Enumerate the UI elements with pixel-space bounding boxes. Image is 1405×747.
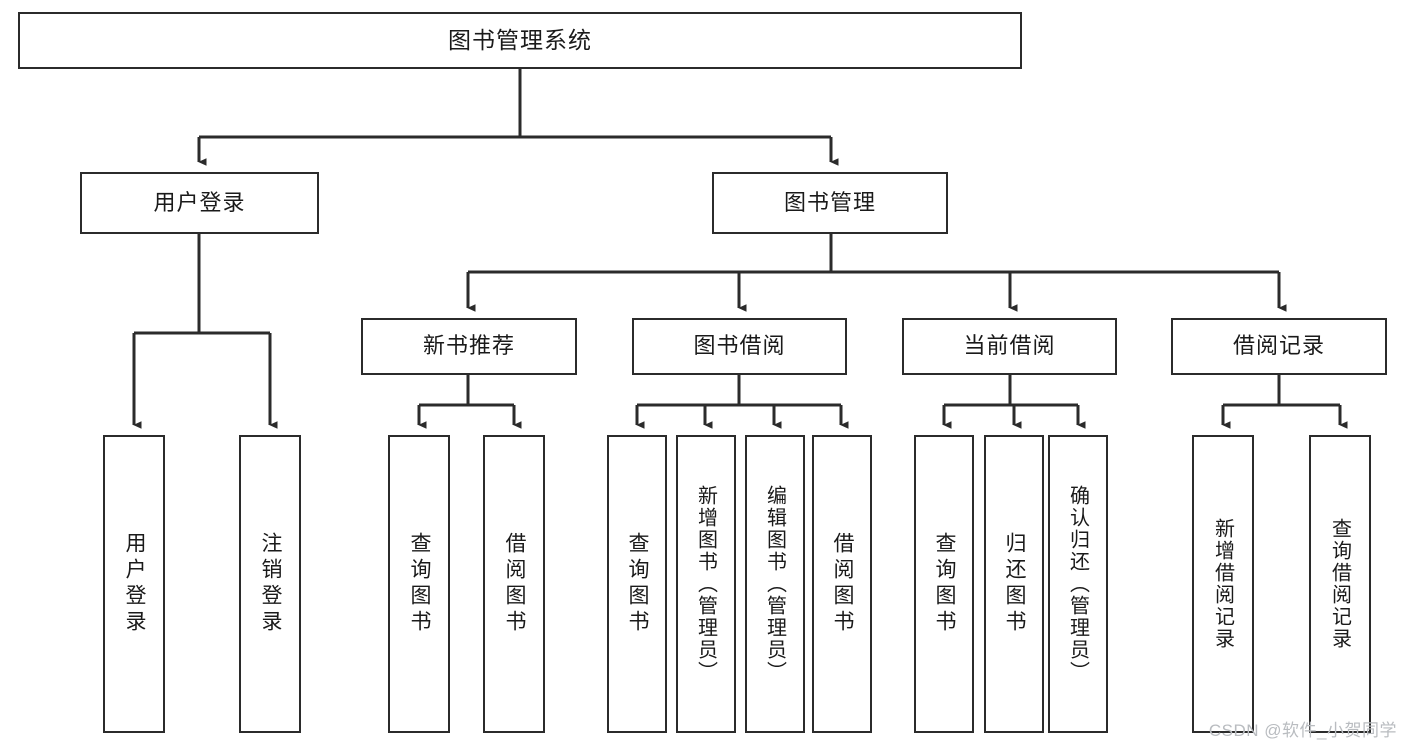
watermark: CSDN @软件_小贺同学 (1208, 721, 1397, 740)
leaf-user-login-logout[interactable]: 注销登录 (239, 435, 301, 733)
leaf-borrow-add-book-admin[interactable]: 新增图书（管理员） (676, 435, 736, 733)
node-label: 新书推荐 (422, 333, 515, 359)
leaf-current-confirm-return-admin[interactable]: 确认归还（管理员） (1048, 435, 1108, 733)
leaf-current-return-book[interactable]: 归还图书 (984, 435, 1044, 733)
node-label: 新增图书（管理员） (694, 485, 717, 683)
node-label: 查询借阅记录 (1328, 518, 1351, 650)
leaf-user-login-login[interactable]: 用户登录 (103, 435, 165, 733)
node-label: 图书借阅 (693, 333, 786, 359)
node-label: 用户登录 (123, 532, 146, 636)
leaf-current-query-book[interactable]: 查询图书 (914, 435, 974, 733)
node-borrow-record[interactable]: 借阅记录 (1171, 318, 1387, 375)
leaf-borrow-edit-book-admin[interactable]: 编辑图书（管理员） (745, 435, 805, 733)
leaf-recommend-query-book[interactable]: 查询图书 (388, 435, 450, 733)
node-label: 查询图书 (626, 532, 649, 636)
node-label: 借阅图书 (831, 532, 854, 636)
node-label: 编辑图书（管理员） (763, 485, 786, 683)
node-label: 用户登录 (153, 189, 246, 215)
node-new-book-recommend[interactable]: 新书推荐 (361, 318, 577, 375)
leaf-record-query-record[interactable]: 查询借阅记录 (1309, 435, 1371, 733)
node-label: 图书管理系统 (448, 26, 592, 53)
node-label: 借阅记录 (1232, 333, 1325, 359)
node-label: 当前借阅 (963, 333, 1056, 359)
node-label: 图书管理 (783, 189, 876, 215)
node-label: 查询图书 (933, 532, 956, 636)
node-root-system[interactable]: 图书管理系统 (18, 12, 1022, 69)
node-user-login[interactable]: 用户登录 (80, 172, 319, 234)
node-label: 借阅图书 (503, 532, 526, 636)
node-label: 查询图书 (408, 532, 431, 636)
node-book-management[interactable]: 图书管理 (712, 172, 948, 234)
node-current-borrow[interactable]: 当前借阅 (902, 318, 1117, 375)
node-label: 新增借阅记录 (1211, 518, 1234, 650)
node-label: 注销登录 (259, 532, 282, 636)
node-book-borrow[interactable]: 图书借阅 (632, 318, 847, 375)
node-label: 确认归还（管理员） (1066, 485, 1089, 683)
leaf-borrow-borrow-book[interactable]: 借阅图书 (812, 435, 872, 733)
node-label: 归还图书 (1003, 532, 1026, 636)
leaf-record-add-record[interactable]: 新增借阅记录 (1192, 435, 1254, 733)
leaf-recommend-borrow-book[interactable]: 借阅图书 (483, 435, 545, 733)
leaf-borrow-query-book[interactable]: 查询图书 (607, 435, 667, 733)
